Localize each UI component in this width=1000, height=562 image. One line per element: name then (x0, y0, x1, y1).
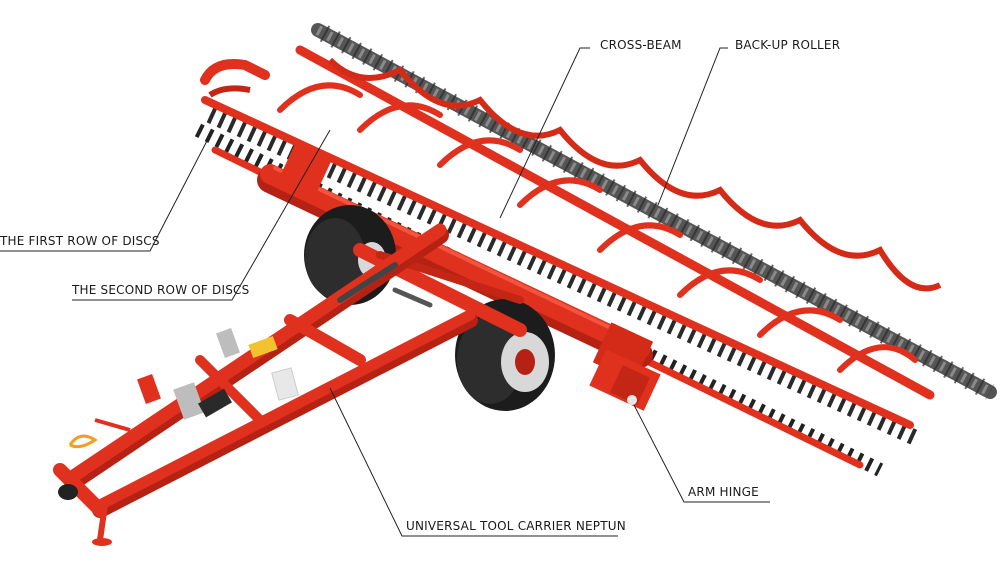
label-first-row-of-discs: THE FIRST ROW OF DISCS (0, 234, 160, 248)
label-cross-beam: CROSS-BEAM (600, 38, 682, 52)
label-second-row-of-discs: THE SECOND ROW OF DISCS (72, 283, 250, 297)
rear-wheel-right (455, 299, 555, 411)
leader-second-row (72, 129, 331, 301)
leader-tool-carrier (329, 387, 618, 537)
leader-first-row (0, 134, 211, 252)
tine-arms (277, 82, 918, 373)
hydraulic-cylinders (337, 262, 433, 308)
back-up-roller (311, 22, 997, 400)
label-back-up-roller: BACK-UP ROLLER (735, 38, 841, 52)
label-arm-hinge: ARM HINGE (688, 485, 759, 499)
leader-lines (0, 47, 770, 537)
arm-hinge (610, 365, 650, 405)
label-universal-tool-carrier: UNIVERSAL TOOL CARRIER NEPTUN (406, 519, 626, 533)
leader-arm-hinge (633, 404, 770, 503)
drawbar-accessories (68, 328, 299, 449)
leader-cross-beam (499, 47, 590, 219)
second-row-discs (201, 96, 924, 448)
leader-back-up-roller (657, 47, 728, 206)
